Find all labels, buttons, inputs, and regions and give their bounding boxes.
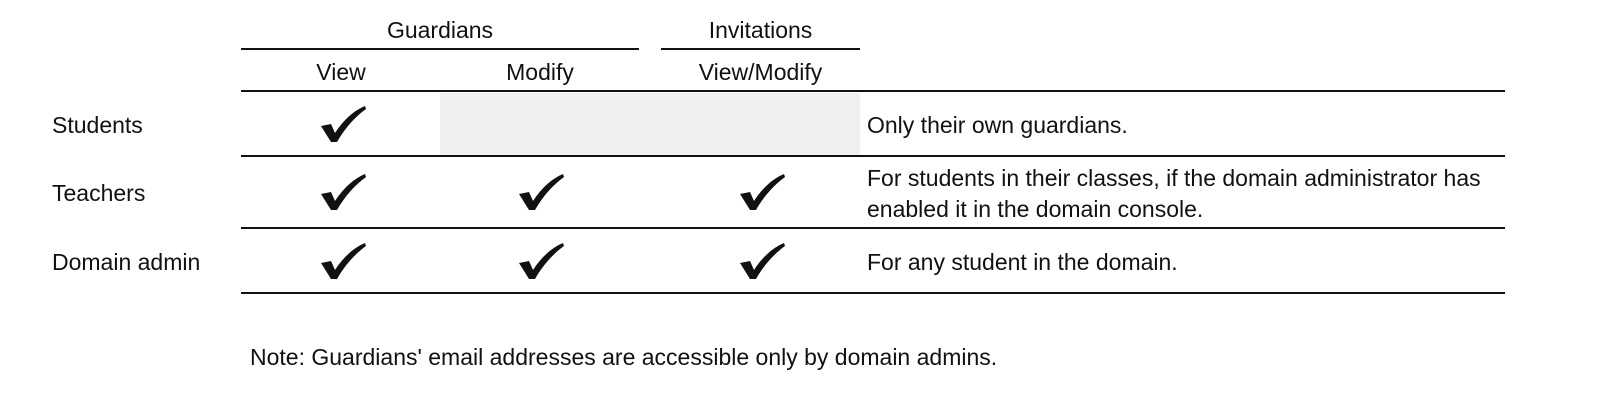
check-mark-icon [311,241,371,281]
group-header-guardians: Guardians [386,17,494,43]
check-mark-icon [730,241,790,281]
check-mark-icon [311,172,371,212]
table-rule-row-1 [241,155,1505,157]
row-description-teachers: For students in their classes, if the do… [867,165,1481,222]
group-rule-invitations [661,48,860,50]
row-description-students: Only their own guardians. [867,112,1128,138]
check-mark-icon [311,104,371,144]
row-description-domain-admin: For any student in the domain. [867,249,1178,275]
table-rule-bottom [241,292,1505,294]
column-header-modify: Modify [506,59,574,85]
footnote: Note: Guardians' email addresses are acc… [250,344,998,370]
row-label-students: Students [52,112,143,138]
check-mark-icon [730,172,790,212]
unavailable-cell [440,93,860,155]
check-mark-icon [509,241,569,281]
column-header-view: View [316,59,366,85]
check-mark-icon [509,172,569,212]
group-header-invitations: Invitations [708,17,813,43]
group-rule-guardians [241,48,639,50]
table-rule-row-2 [241,227,1505,229]
table-rule-header [241,90,1505,92]
row-label-domain-admin: Domain admin [52,249,201,275]
row-label-teachers: Teachers [52,180,146,206]
column-header-view-modify: View/Modify [698,59,823,85]
